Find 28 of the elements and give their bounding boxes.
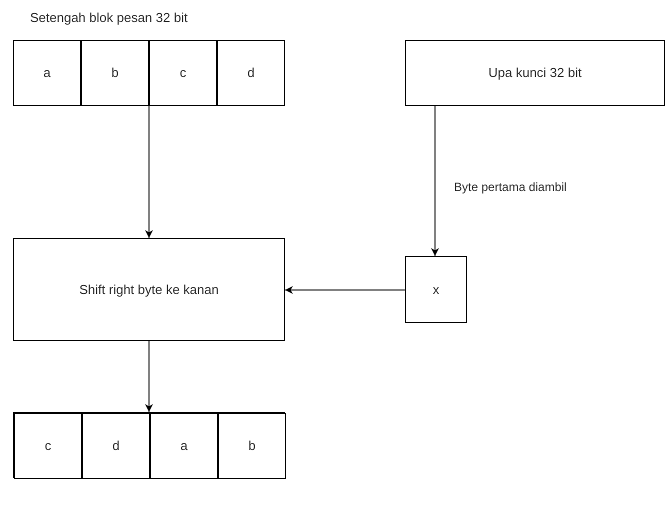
arrow <box>284 286 406 294</box>
arrow <box>145 106 153 238</box>
process-box <box>218 413 286 479</box>
process-box <box>81 40 149 106</box>
process-box <box>150 413 218 479</box>
process-box <box>13 40 81 106</box>
cell-row <box>13 412 285 478</box>
box-text: x <box>432 280 440 299</box>
box-text: d <box>247 64 255 82</box>
process-box <box>82 413 150 479</box>
box-text: a <box>180 437 188 456</box>
arrow <box>431 106 439 256</box>
process-box <box>13 238 285 341</box>
row-heading: Setengah blok pesan 32 bit <box>30 9 188 27</box>
box-text: b <box>248 437 256 456</box>
process-box <box>217 40 285 106</box>
box-text: a <box>43 64 51 82</box>
box-text: Shift right byte ke kanan <box>79 280 219 299</box>
box-text: d <box>112 437 120 456</box>
box-text: Upa kunci 32 bit <box>488 64 582 82</box>
box-text: c <box>180 64 186 82</box>
process-box <box>149 40 217 106</box>
process-box <box>405 256 467 323</box>
box-text: c <box>44 437 52 456</box>
process-box <box>405 40 665 106</box>
process-box <box>14 413 82 479</box>
box-text: b <box>111 64 119 82</box>
arrow <box>145 340 153 412</box>
